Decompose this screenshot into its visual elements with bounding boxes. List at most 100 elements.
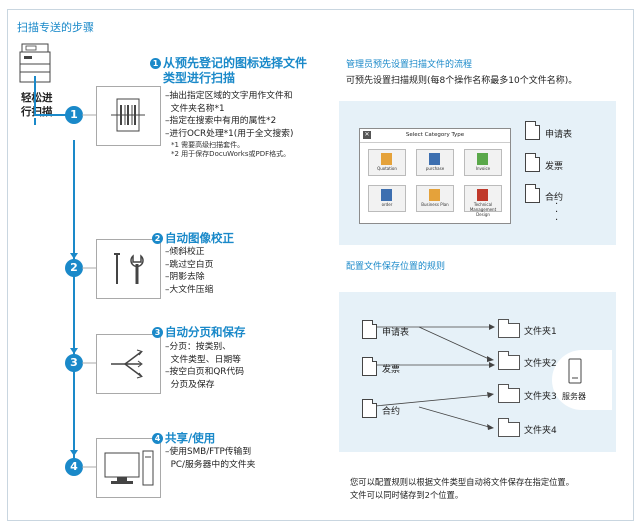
document-icon (525, 121, 540, 140)
technical-design-icon (477, 189, 488, 201)
folder-icon (498, 418, 520, 437)
folder-label: 文件夹4 (524, 426, 557, 436)
caption-line: 您可以配置规则以根据文件类型自动将文件保存在指定位置。 (350, 477, 575, 487)
tools-icon (114, 253, 144, 284)
server-label: 服务器 (562, 392, 586, 401)
quotation-icon (381, 153, 392, 165)
folder-label: 文件夹3 (524, 392, 557, 402)
folder-icon (498, 384, 520, 403)
tile-technical-design[interactable]: Technical Management Design (464, 185, 502, 217)
routing-lines (364, 324, 495, 430)
settings-flow-heading: 管理员预先设置扫描文件的流程 (346, 60, 473, 70)
doc-label: 申请表 (382, 328, 410, 338)
footnote: *2 用于保存DocuWorks或PDF格式。 (171, 150, 291, 158)
list-item: 文件类型、日期等 (165, 354, 241, 365)
doc-label: 发票 (382, 365, 401, 375)
category-dialog: ✕ Select Category Type Quotation purchas… (359, 128, 511, 224)
caption-line: 文件可以同时储存到2个位置。 (350, 490, 464, 500)
settings-flow-desc: 可预先设置扫描规则(每8个操作名称最多10个文件名称)。 (346, 76, 578, 86)
rules-caption: 您可以配置规则以根据文件类型自动将文件保存在指定位置。 文件可以同时储存到2个位… (350, 476, 574, 502)
step-3-circle: 3 (65, 354, 83, 372)
doc-label: 合约 (545, 193, 564, 203)
document-icon (525, 153, 540, 172)
list-item: –使用SMB/FTP传输到 (165, 447, 252, 457)
folder-label: 文件夹2 (524, 359, 557, 369)
document-icon (362, 357, 377, 376)
step-1-heading-line: 类型进行扫描 (163, 71, 236, 85)
step-4-badge: 4 (152, 433, 163, 444)
outer-frame (7, 9, 634, 521)
tile-label: order (381, 202, 393, 207)
list-item: –进行OCR处理*1(用于全文搜索) (165, 128, 294, 139)
folder-icon (498, 351, 520, 370)
tile-label: Technical Management Design (469, 202, 497, 217)
list-item: –抽出指定区域的文字用作文件和 (165, 91, 293, 101)
folder-label: 文件夹1 (524, 327, 557, 337)
doc-label: 合约 (382, 407, 401, 417)
close-icon[interactable]: ✕ (363, 131, 371, 139)
step-2-heading-line: 自动图像校正 (165, 231, 234, 245)
list-item: PC/服务器中的文件夹 (165, 459, 256, 470)
list-item: –阴影去除 (165, 272, 205, 282)
folder-icon (498, 319, 520, 338)
list-item: –倾斜校正 (165, 247, 205, 257)
tile-purchase[interactable]: purchase (416, 149, 454, 176)
list-item: –大文件压缩 (165, 284, 214, 295)
step-4-circle: 4 (65, 458, 83, 476)
purchase-icon (429, 153, 440, 165)
document-icon (362, 320, 377, 339)
document-icon (525, 184, 540, 203)
flow-line (34, 76, 81, 460)
step-3-list: –分页：按类别、 文件类型、日期等 –按空白页和QR代码 分页及保存 (165, 341, 244, 391)
server-icon (568, 358, 582, 384)
server-bubble (552, 350, 612, 410)
business-plan-icon (429, 189, 440, 201)
step-3-icon-box (96, 334, 161, 394)
tile-order[interactable]: order (368, 185, 406, 212)
tile-label: purchase (425, 166, 445, 171)
left-label-line: 轻松进 (21, 92, 53, 104)
tile-label: Business Plan (421, 202, 449, 207)
dialog-title: Select Category Type (405, 132, 465, 138)
tile-invoice[interactable]: Invoice (464, 149, 502, 176)
doc-label: 申请表 (545, 130, 573, 140)
step-4-icon-box (96, 438, 161, 498)
scan-document-icon (111, 98, 145, 132)
step-4-list: –使用SMB/FTP传输到 PC/服务器中的文件夹 (165, 446, 255, 471)
invoice-icon (477, 153, 488, 165)
step-1-list: –抽出指定区域的文字用作文件和 文件夹名称*1 –指定在搜索中有用的属性*2 –… (165, 90, 293, 159)
step-2-badge: 2 (152, 233, 163, 244)
list-item: 文件夹名称*1 (165, 103, 225, 114)
step-2-icon-box (96, 239, 161, 299)
step-2-circle: 2 (65, 259, 83, 277)
printer-icon (19, 43, 51, 83)
split-arrows-icon (111, 349, 143, 379)
doc-label: 发票 (545, 162, 564, 172)
list-item: –跳过空白页 (165, 259, 214, 270)
step-1-circle: 1 (65, 106, 83, 124)
list-item: –分页：按类别、 (165, 342, 231, 352)
tile-label: Invoice (475, 166, 491, 171)
footnote: *1 需要高级扫描套件。 (171, 141, 245, 149)
list-item: 分页及保存 (165, 379, 215, 390)
step-3-heading-line: 自动分页和保存 (165, 325, 246, 339)
save-rules-heading: 配置文件保存位置的规则 (346, 262, 446, 272)
connector-lines (82, 114, 96, 468)
step-4-heading-line: 共享/使用 (165, 431, 216, 445)
step-1-heading-line: 从预先登记的图标选择文件 (163, 56, 308, 70)
document-icon (362, 399, 377, 418)
tile-quotation[interactable]: Quotation (368, 149, 406, 176)
tile-label: Quotation (377, 166, 397, 171)
step-3-badge: 3 (152, 327, 163, 338)
page-title: 扫描专送的步骤 (17, 21, 94, 34)
step-1-icon-box (96, 86, 161, 146)
tile-business-plan[interactable]: Business Plan (416, 185, 454, 212)
list-item: –指定在搜索中有用的属性*2 (165, 116, 277, 126)
step-1-badge: 1 (150, 58, 161, 69)
list-item: –按空白页和QR代码 (165, 367, 245, 377)
ellipsis: · · · (555, 199, 559, 226)
step-2-list: –倾斜校正 –跳过空白页 –阴影去除 –大文件压缩 (165, 246, 213, 296)
